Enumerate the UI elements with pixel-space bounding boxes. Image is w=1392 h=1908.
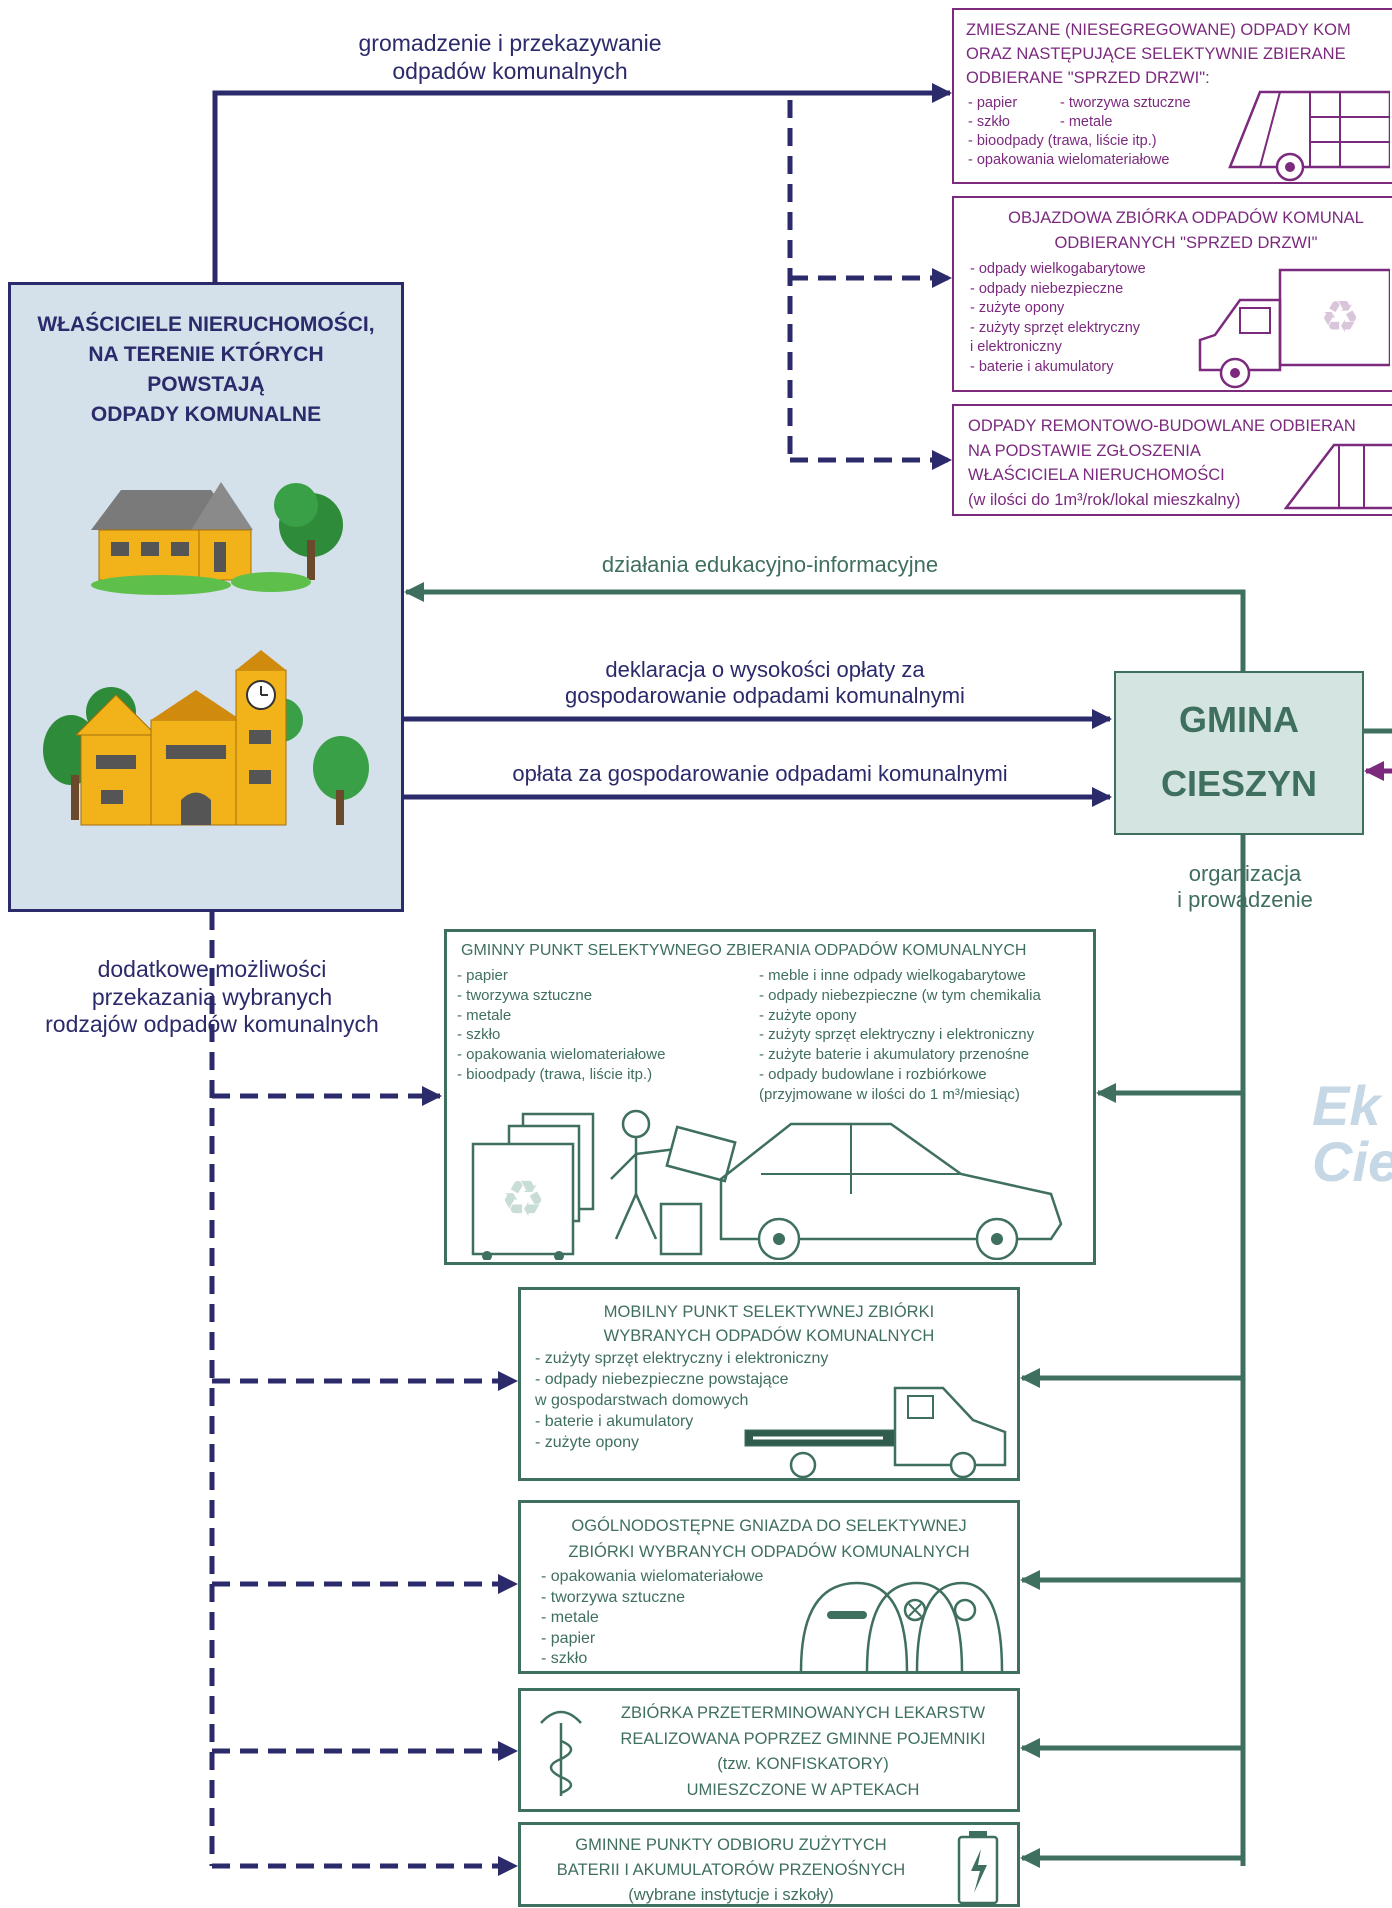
mobile-route-collection-box: OBJAZDOWA ZBIÓRKA ODPADÓW KOMUNAL ODBIER… (952, 196, 1392, 392)
mobile-collection-point-box: MOBILNY PUNKT SELEKTYWNEJ ZBIÓRKI WYBRAN… (518, 1287, 1020, 1481)
pszok-box: GMINNY PUNKT SELEKTYWNEGO ZBIERANIA ODPA… (444, 929, 1096, 1265)
svg-text:♻: ♻ (501, 1170, 546, 1228)
house-illustration (91, 482, 343, 595)
arrow-top-collection (212, 83, 952, 282)
battery-icon (957, 1831, 999, 1905)
gmina-cieszyn-box: GMINA CIESZYN (1114, 671, 1364, 835)
medicines-collection-box: ZBIÓRKA PRZETERMINOWANYCH LEKARSTW REALI… (518, 1688, 1020, 1812)
battery-collection-box: GMINNE PUNKTY ODBIORU ZUŻYTYCH BATERII I… (518, 1822, 1020, 1907)
pszok-illustration: ♻ (471, 1109, 1063, 1260)
label-education: działania edukacyjno-informacyjne (601, 552, 939, 577)
label-extra-options: dodatkowe możliwości przekazania wybrany… (45, 956, 379, 1038)
mixed-waste-box: ZMIESZANE (NIESEGREGOWANE) ODPADY KOM OR… (952, 8, 1392, 184)
recycling-bins-icon (799, 1581, 1004, 1672)
owners-title: WŁAŚCICIELE NIERUCHOMOŚCI, NA TERENIE KT… (37, 313, 375, 426)
renovation-waste-box: ODPADY REMONTOWO-BUDOWLANE ODBIERAN NA P… (952, 404, 1392, 516)
label-collection: gromadzenie i przekazywanie odpadów komu… (358, 30, 662, 84)
delivery-truck-icon: ♻ (1198, 268, 1390, 389)
pickup-truck-icon (744, 1386, 1007, 1479)
label-declaration: deklaracja o wysokości opłaty za gospoda… (565, 657, 965, 709)
property-owners-box: WŁAŚCICIELE NIERUCHOMOŚCI, NA TERENIE KT… (8, 282, 404, 912)
watermark-text: Ek Cie (1312, 1074, 1392, 1193)
garbage-truck-icon (1228, 90, 1390, 182)
label-fee: opłata za gospodarowanie odpadami komuna… (512, 761, 1008, 786)
town-hall-illustration (43, 650, 369, 826)
arrow-education (404, 582, 1246, 671)
svg-text:♻: ♻ (1320, 292, 1359, 343)
pharmacy-symbol-icon (540, 1710, 582, 1796)
label-organization: organizacja i prowadzenie (1177, 861, 1313, 913)
selective-nests-box: OGÓLNODOSTĘPNE GNIAZDA DO SELEKTYWNEJ ZB… (518, 1500, 1020, 1674)
container-icon (1284, 443, 1392, 510)
